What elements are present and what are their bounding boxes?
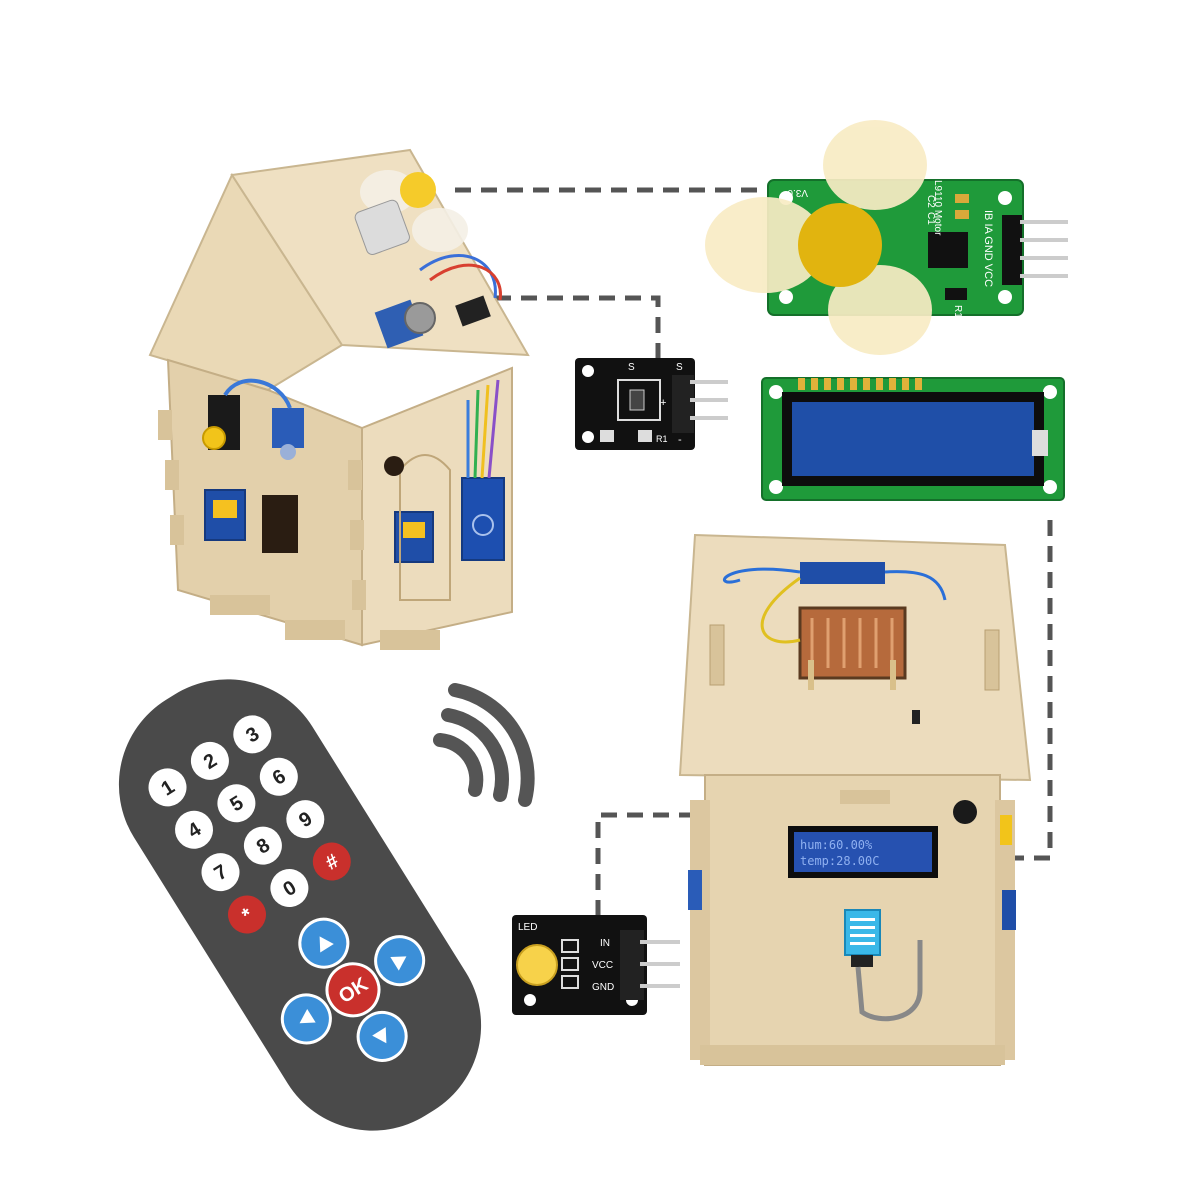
led-title: LED [518, 922, 537, 933]
house-left-fan [354, 170, 468, 256]
remote-key-circle [270, 869, 309, 908]
lcd-connector-line [940, 520, 1053, 861]
house-left-servo-2 [394, 511, 434, 563]
remote-key-circle [217, 784, 256, 823]
fan-blades [705, 120, 932, 355]
pir-s-left: S [628, 362, 635, 373]
house-right-rain-board [800, 562, 885, 584]
led-bulb [516, 944, 558, 986]
fan-c1-label: C1 [925, 212, 936, 225]
fan-driver-chip [928, 232, 968, 268]
remote-up-arrow-icon [319, 936, 334, 953]
led-pin-in: IN [600, 938, 610, 949]
remote-right-arrow-icon [390, 956, 407, 971]
fan-pins-label: IB IA GND VCC [982, 210, 994, 287]
remote-key-circle [190, 741, 229, 780]
house-left-touch-module [272, 408, 304, 448]
signal-waves-icon [433, 683, 535, 807]
remote-ok-button [325, 962, 381, 1018]
pir-s-right: S [676, 362, 683, 373]
pir-plus: + [660, 397, 666, 409]
remote-key-circle [259, 757, 298, 796]
fan-motor-module: V3.0 L9110 Motor IB IA GND VCC C2 C1 R1 [705, 120, 1068, 355]
remote-key-circle [233, 715, 272, 754]
fan-hub [798, 203, 882, 287]
fan-c2-label: C2 [925, 195, 936, 208]
remote-left-arrow-icon [299, 1008, 316, 1024]
house-lcd-line1: hum:60.00% [800, 838, 873, 852]
connector-lines [455, 187, 1053, 935]
house-left-door [399, 454, 451, 601]
pir-sensor-module: S S + - R1 [575, 358, 728, 450]
wooden-house-right: hum:60.00% temp:28.00C [678, 533, 1032, 1066]
house-right-lcd: hum:60.00% temp:28.00C [788, 826, 938, 878]
house-left-button-module [202, 395, 240, 450]
remote-key-circle [148, 768, 187, 807]
fan-version-label: V3.0 [787, 187, 808, 198]
house-left-gas-sensor [374, 299, 436, 349]
fan-model-label: L9110 Motor [932, 180, 943, 236]
house-left-rfid-module [461, 477, 505, 561]
house-right-dht11 [844, 909, 923, 1022]
remote-key-circle [286, 800, 325, 839]
house-right-rain-sensor [798, 606, 907, 690]
remote-key-circle [243, 826, 282, 865]
fan-pin-header [1002, 215, 1068, 285]
remote-key-circle [201, 853, 240, 892]
led-module: LED IN VCC GND [512, 915, 680, 1015]
pir-connector-line [495, 295, 661, 358]
house-lcd-line2: temp:28.00C [800, 854, 879, 868]
house-left-window [262, 495, 298, 553]
led-connector-line [595, 812, 695, 935]
fan-r1-label: R1 [952, 305, 963, 318]
remote-key-circle [175, 810, 214, 849]
led-pin-gnd: GND [592, 982, 614, 993]
house-left-pir-mini [455, 295, 491, 327]
remote-key-circle [312, 842, 351, 881]
pir-minus: - [678, 434, 682, 446]
remote-down-arrow-icon [372, 1027, 387, 1044]
lcd-screen [792, 402, 1034, 476]
pir-r1: R1 [656, 434, 668, 444]
wooden-house-left [148, 148, 530, 650]
lcd-display-module [761, 377, 1065, 501]
led-pin-vcc: VCC [592, 960, 613, 971]
remote-key-circle [227, 895, 266, 934]
